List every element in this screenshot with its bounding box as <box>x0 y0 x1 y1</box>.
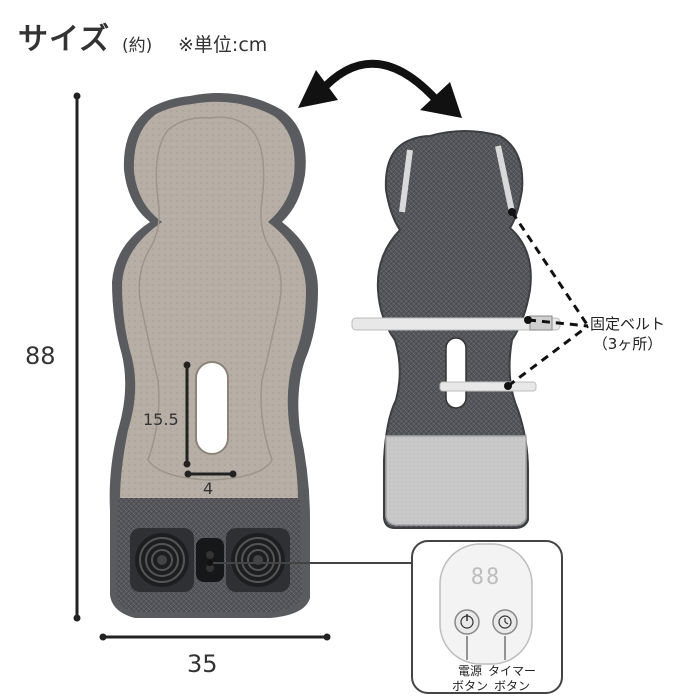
arrow-head-right <box>420 82 462 118</box>
dimension-width: 35 <box>187 650 218 678</box>
belt-label: 固定ベルト （3ヶ所） <box>590 314 665 354</box>
fan-left <box>130 528 194 592</box>
seat-front-view <box>109 93 319 618</box>
belt-leader-lines <box>504 208 590 390</box>
flip-double-arrow <box>317 59 444 107</box>
arrow-head-left <box>298 70 338 108</box>
lower-belt <box>439 381 537 392</box>
controller-body <box>439 543 533 665</box>
timer-button-label-line1: タイマー <box>488 664 537 678</box>
top-strap-left <box>399 149 413 213</box>
power-button-label: 電源 ボタン <box>450 664 490 694</box>
dimension-height: 88 <box>25 342 56 370</box>
power-button-label-line1: 電源 <box>457 664 482 678</box>
dimension-hole-width: 4 <box>203 479 214 498</box>
controller-display: 88 <box>471 565 502 590</box>
top-strap-right <box>495 145 515 213</box>
fan-right <box>226 528 290 592</box>
belt-label-line1: 固定ベルト <box>590 315 666 333</box>
power-button-label-line2: ボタン <box>451 679 488 693</box>
dimension-lines <box>73 92 331 641</box>
belt-label-line2: （3ヶ所） <box>592 335 663 353</box>
seat-front-mesh <box>120 101 306 500</box>
title-unit: ※単位:cm <box>178 34 268 56</box>
seat-front-stitch <box>138 116 282 481</box>
timer-button-label-line2: ボタン <box>493 679 530 693</box>
title-main: サイズ <box>18 22 111 57</box>
seat-back-view <box>351 130 561 529</box>
timer-button-label: タイマー ボタン <box>488 664 536 694</box>
seat-front-slot-hole <box>195 361 229 455</box>
title-approx: (約) <box>122 36 153 56</box>
seat-back-pocket <box>385 435 527 526</box>
dimension-hole-height: 15.5 <box>143 410 179 429</box>
seat-back-slot-hole <box>445 337 467 409</box>
power-button <box>454 609 480 635</box>
